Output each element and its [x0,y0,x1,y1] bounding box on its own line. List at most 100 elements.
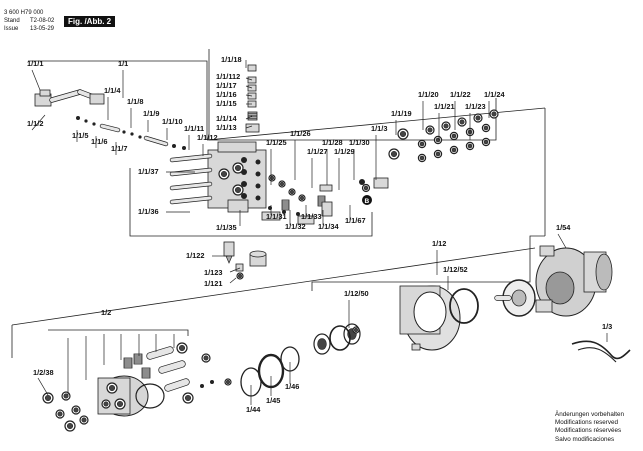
small-part [255,183,261,189]
part-label: 1/1/23 [465,102,486,111]
part-label: 1/1/26 [290,129,311,138]
leader-line [245,94,253,97]
part-label: 1/1/20 [418,90,439,99]
spring-part [317,195,326,207]
part-label: 1/1/21 [434,102,455,111]
small-part [92,122,96,126]
block-part [245,123,260,133]
part-label: 1/1/31 [266,212,287,221]
ring-part [108,384,116,392]
part-label: 1/44 [246,405,261,414]
small-part [241,181,247,187]
rod-part [170,182,212,190]
frame-line [208,49,497,141]
ring-part [491,111,497,117]
cap-part [249,250,267,258]
part-label: 1/1/32 [285,222,306,231]
part-label: 1/1/28 [322,138,343,147]
leader-line [557,233,567,249]
ring-part [57,411,63,417]
ring-part [363,185,369,191]
ring-part [300,196,304,200]
part-label: 1/12/50 [344,289,369,298]
part-label: 1/45 [266,396,280,405]
ring-part [483,125,489,131]
figure-label: Fig. /Abb. 2 [64,16,116,27]
frame-line [11,247,536,326]
small-part [76,116,80,120]
part-label: 1/1/19 [391,109,412,118]
spring-part [123,357,133,369]
rod-part [170,154,212,162]
part-label: 1/1/29 [334,147,355,156]
part-label: 1/54 [556,223,571,232]
ring-part [178,344,186,352]
ring-part [81,417,87,423]
block-part [297,215,315,225]
part-label: 1/1/7 [111,144,127,153]
leader-line [31,69,41,91]
spring-part [141,367,151,379]
block-part [39,89,51,97]
small-part [268,206,272,210]
block-part [247,64,257,72]
small-part [282,210,286,214]
ring-part [419,141,425,147]
part-label: 1/12 [432,239,446,248]
ring-part [435,137,441,143]
frame-line [129,168,373,237]
part-label: 1/123 [204,268,223,277]
leader-line [229,277,237,284]
ring-part [451,133,457,139]
part-label: 1/1/10 [162,117,183,126]
motor-winding [595,253,613,291]
part-label: 1/1/16 [216,90,237,99]
small-part [255,171,261,177]
block-part [373,177,389,189]
part-label: 1/1 [118,59,128,68]
block-part [227,199,249,213]
leader-lines [31,60,608,405]
leader-line [245,85,253,89]
block-part [217,141,257,153]
ring-part [135,383,165,409]
cable-part [577,347,617,363]
block-part [319,184,333,192]
housing-opening [413,291,447,333]
small-part [182,146,186,150]
small-part [130,132,134,136]
ring-part [226,380,230,384]
rod-part [170,196,212,204]
ring-part [449,288,479,324]
spring-part [133,353,143,365]
small-part [241,157,247,163]
ring-part [103,401,109,407]
small-part [210,380,214,384]
part-label: 1/1/112 [216,72,240,81]
part-label: 1/3 [602,322,612,331]
part-label: 1/2 [101,308,111,317]
cable-part [571,340,631,360]
gear-hub [511,289,527,307]
block-part [89,93,105,105]
part-label: 1/121 [204,279,223,288]
b-marker-icon [362,195,372,205]
part-label: 1/122 [186,251,205,260]
stand-label: Stand [4,18,20,24]
small-part [122,130,126,134]
small-part [296,212,300,216]
part-label: 1/1/13 [216,123,237,132]
small-part [172,144,176,148]
part-label: 1/1/3 [371,124,387,133]
ring-part [73,407,79,413]
ring-part [483,139,489,145]
part-label: 1/1/25 [266,138,287,147]
note-line: Modifications réservées [555,427,622,435]
rod-part [159,361,185,373]
part-number: 3 600 H79 000 [4,10,44,16]
note-line: Änderungen vorbehalten [555,411,624,418]
leader-line [245,115,253,120]
ring-part [290,190,294,194]
leader-line [245,77,253,81]
